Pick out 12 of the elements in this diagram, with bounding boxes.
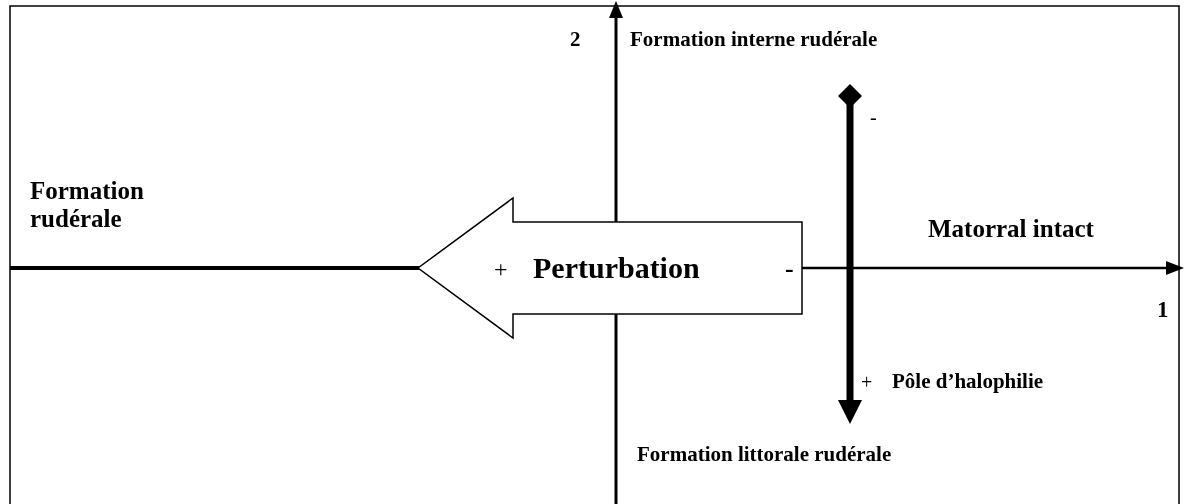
pole-label: Formation interne rudérale	[630, 28, 878, 52]
pole-label: Formation littorale rudérale	[637, 443, 892, 467]
sign-label: -	[870, 106, 877, 128]
pole-label: Pôle d’halophilie	[892, 370, 1044, 394]
axis-number: 2	[570, 28, 581, 52]
sign-label: -	[785, 256, 794, 282]
sign-label: +	[494, 257, 508, 281]
pole-label: Matorral intact	[928, 215, 1094, 243]
node-label: Perturbation	[533, 253, 700, 283]
axis-number: 1	[1157, 297, 1169, 323]
sign-label: +	[861, 371, 873, 393]
pole-label: Formation rudérale	[30, 176, 145, 232]
